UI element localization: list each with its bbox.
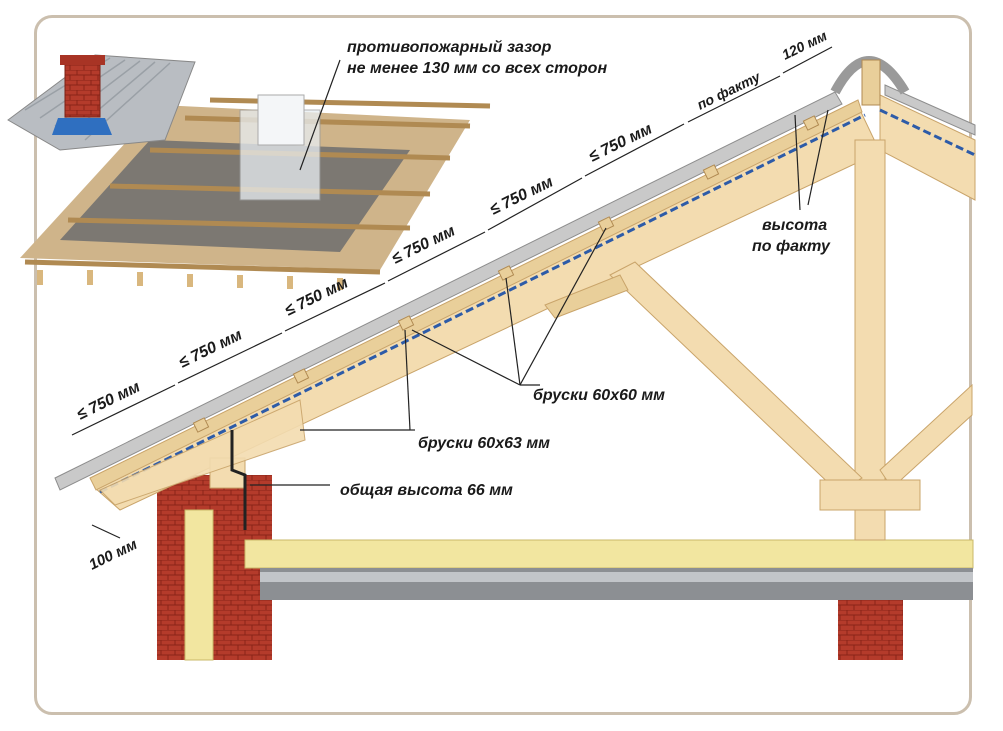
slope-battens: [192, 115, 820, 433]
fire-gap-label-1: противопожарный зазор: [347, 39, 552, 56]
battens-60x63-label: бруски 60х63 мм: [418, 435, 550, 452]
inset-chimney: [64, 61, 101, 118]
po-faktu-label: по факту: [694, 68, 763, 113]
strut-right: [879, 383, 973, 489]
dimension-lines: [71, 46, 833, 539]
height-label-2: по факту: [752, 238, 831, 255]
inset-chimney-gap: [239, 94, 321, 201]
strut-block: [544, 274, 629, 319]
wall-insulation: [184, 509, 214, 661]
roof-sheets-right: [884, 84, 976, 136]
ridge-batten: [861, 59, 881, 106]
spacing-label-2: ≤ 750 мм: [176, 326, 245, 371]
post-clamp: [819, 479, 921, 511]
eaves-membrane: [230, 430, 247, 530]
inset-rafters: [37, 270, 343, 290]
spacing-label-6: ≤ 750 мм: [586, 120, 655, 165]
ridge-gap-label: 120 мм: [779, 27, 830, 63]
height-label-1: высота: [762, 217, 827, 234]
king-post: [854, 139, 886, 541]
fire-gap-label-2: не менее 130 мм со всех сторон: [347, 60, 607, 77]
membrane-line: [99, 113, 866, 494]
strut-left: [609, 261, 863, 493]
inset-illustration: [7, 54, 491, 290]
total-height-label: общая высота 66 мм: [340, 482, 513, 499]
overhang-label: 100 мм: [86, 536, 140, 574]
inset-flashing: [52, 118, 112, 135]
roof-sheets: [54, 91, 843, 491]
battens-60x60-label: бруски 60х60 мм: [533, 387, 665, 404]
ceiling-insulation: [244, 539, 974, 569]
